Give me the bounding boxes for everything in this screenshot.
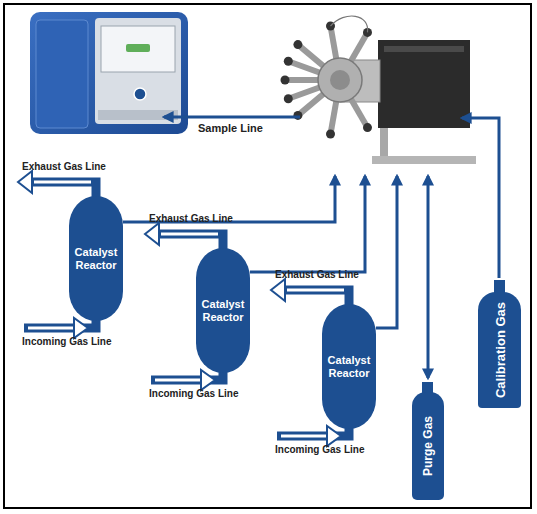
valve-port-cap <box>326 130 335 139</box>
valve-port-cap <box>363 123 372 132</box>
exhaust-flow <box>161 233 218 236</box>
analyzer-side-panel <box>36 20 88 128</box>
valve-port-cap <box>293 40 302 49</box>
frame-border <box>4 4 531 508</box>
exhaust-arrowhead <box>18 171 32 193</box>
incoming-arrowhead <box>327 426 341 446</box>
line-label: Incoming Gas Line <box>22 336 111 348</box>
valve-box-trim <box>384 46 464 52</box>
valve-hub <box>318 58 362 102</box>
valve-stand-post <box>380 128 388 158</box>
incoming-flow <box>281 435 327 438</box>
purge-gas-line <box>427 176 430 378</box>
node-label: Purge Gas <box>421 416 435 476</box>
line-label: Incoming Gas Line <box>275 444 364 456</box>
node-label: Catalyst Reactor <box>196 298 250 324</box>
exhaust-flow <box>34 181 91 184</box>
gas-cylinder: Purge Gas <box>412 392 444 500</box>
valve-port-cap <box>284 57 293 66</box>
analyzer-screen <box>101 26 175 72</box>
exhaust-pipe <box>157 234 223 250</box>
node-label: Catalyst Reactor <box>69 246 123 272</box>
valve-hub-center <box>330 70 350 90</box>
node-label: Calibration Gas <box>492 302 507 398</box>
reactor-to-valve-line <box>376 176 397 328</box>
valve-port-cap <box>281 76 290 85</box>
sample-line-arrow <box>164 116 300 119</box>
analyzer-front-window <box>95 18 181 124</box>
valve-actuator-box <box>378 40 470 128</box>
exhaust-arrowhead <box>271 279 285 301</box>
analyzer-screen-button <box>126 44 150 52</box>
incoming-flow <box>155 379 201 382</box>
valve-port-cap <box>284 94 293 103</box>
line-label: Exhaust Gas Line <box>149 213 233 225</box>
line-label: Exhaust Gas Line <box>22 161 106 173</box>
node-label: Catalyst Reactor <box>322 354 376 380</box>
exhaust-arrowhead <box>145 223 159 245</box>
reactor-vessel: Catalyst Reactor <box>322 304 376 429</box>
calibration-gas-line <box>462 118 499 278</box>
valve-wire <box>331 16 368 32</box>
gas-cylinder: Calibration Gas <box>478 292 521 408</box>
incoming-arrowhead <box>201 370 215 390</box>
exhaust-pipe <box>283 290 349 306</box>
valve-port-cap <box>293 111 302 120</box>
exhaust-flow <box>287 289 344 292</box>
incoming-arrowhead <box>74 318 88 338</box>
analyzer-power-button <box>134 88 146 100</box>
reactor-vessel: Catalyst Reactor <box>69 196 123 321</box>
reactor-to-valve-line <box>250 176 365 272</box>
line-label: Sample Line <box>198 122 263 134</box>
valve-stand-base <box>372 156 476 164</box>
multiport-valve <box>281 16 477 164</box>
reactor-vessel: Catalyst Reactor <box>196 248 250 373</box>
line-label: Exhaust Gas Line <box>275 269 359 281</box>
line-label: Incoming Gas Line <box>149 388 238 400</box>
incoming-flow <box>28 327 74 330</box>
exhaust-pipe <box>30 182 96 198</box>
